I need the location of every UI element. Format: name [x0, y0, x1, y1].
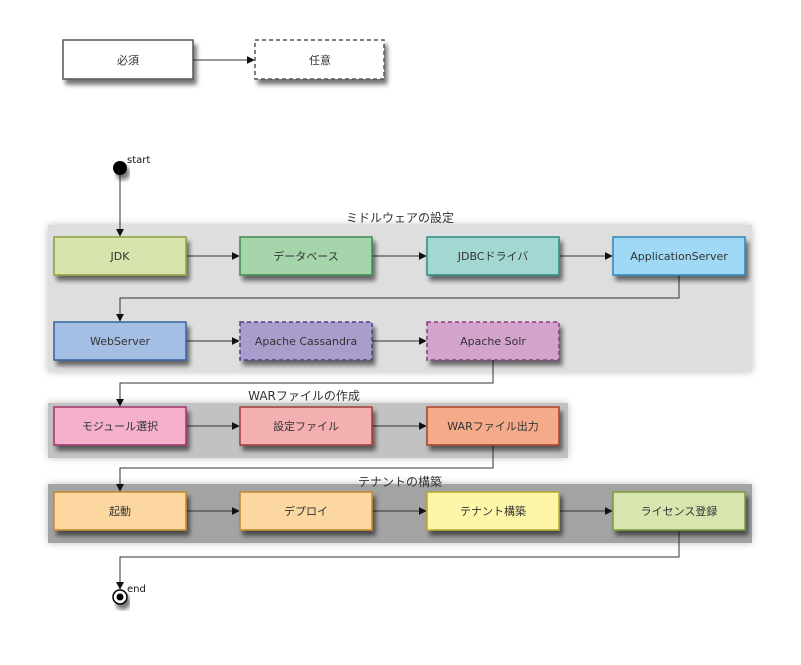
process-label: JDK	[110, 250, 131, 263]
process-box[interactable]	[612, 491, 746, 531]
start-node: start	[113, 155, 150, 175]
process-node[interactable]: データベース	[239, 236, 373, 276]
end-node: end	[112, 584, 146, 605]
connector-license-end	[116, 530, 680, 590]
group-title: WARファイルの作成	[248, 389, 360, 403]
process-box[interactable]	[426, 491, 560, 531]
group-title: テナントの構築	[358, 474, 442, 489]
end-inner-circle	[116, 593, 124, 601]
process-label: Apache Solr	[460, 335, 526, 348]
process-node[interactable]: 起動	[53, 491, 187, 531]
legend-optional-label: 任意	[309, 53, 331, 67]
process-node[interactable]: テナント構築	[426, 491, 560, 531]
legend: 必須 任意	[62, 39, 385, 80]
connector-solr-module	[116, 360, 494, 407]
process-node[interactable]: モジュール選択	[53, 406, 187, 446]
process-box[interactable]	[53, 491, 187, 531]
connector-war-startup	[116, 445, 494, 492]
process-box[interactable]	[239, 406, 373, 446]
process-box[interactable]	[239, 236, 373, 276]
process-box[interactable]	[426, 406, 560, 446]
process-label: テナント構築	[460, 504, 526, 518]
legend-required-label: 必須	[117, 54, 139, 67]
process-label: モジュール選択	[82, 419, 158, 433]
process-label: WARファイル出力	[447, 419, 538, 433]
process-node[interactable]: WARファイル出力	[426, 406, 560, 446]
nodes-layer: JDK データベース JDBCドライバ ApplicationServerWebSer…	[53, 236, 746, 531]
process-node[interactable]: Apache Cassandra	[239, 321, 373, 361]
process-label: 設定ファイル	[273, 419, 339, 433]
process-box[interactable]	[53, 406, 187, 446]
process-node[interactable]: ライセンス登録	[612, 491, 746, 531]
start-circle	[113, 161, 127, 175]
process-node[interactable]: WebServer	[53, 321, 187, 361]
legend-optional-box	[254, 39, 385, 80]
connector-appserver-webserver	[116, 275, 680, 322]
process-node[interactable]: ApplicationServer	[612, 236, 746, 276]
process-label: JDBCドライバ	[457, 250, 529, 263]
process-box[interactable]	[53, 321, 187, 361]
process-node[interactable]: デプロイ	[239, 491, 373, 531]
process-box[interactable]	[426, 236, 560, 276]
process-node[interactable]: JDK	[53, 236, 187, 276]
process-label: 起動	[109, 504, 131, 518]
process-box[interactable]	[612, 236, 746, 276]
process-box[interactable]	[53, 236, 187, 276]
process-label: デプロイ	[284, 504, 328, 518]
process-box[interactable]	[239, 491, 373, 531]
connectors	[116, 175, 680, 590]
end-label: end	[127, 584, 146, 595]
process-box[interactable]	[426, 321, 560, 361]
group-title: ミドルウェアの設定	[346, 210, 454, 225]
process-node[interactable]: 設定ファイル	[239, 406, 373, 446]
legend-required-box	[62, 39, 194, 80]
process-node[interactable]: Apache Solr	[426, 321, 560, 361]
process-label: ApplicationServer	[630, 250, 728, 263]
process-label: WebServer	[90, 335, 151, 348]
process-label: データベース	[273, 249, 338, 263]
process-node[interactable]: JDBCドライバ	[426, 236, 560, 276]
process-label: ライセンス登録	[641, 504, 718, 518]
start-label: start	[127, 155, 150, 166]
process-box[interactable]	[239, 321, 373, 361]
process-label: Apache Cassandra	[255, 335, 357, 348]
